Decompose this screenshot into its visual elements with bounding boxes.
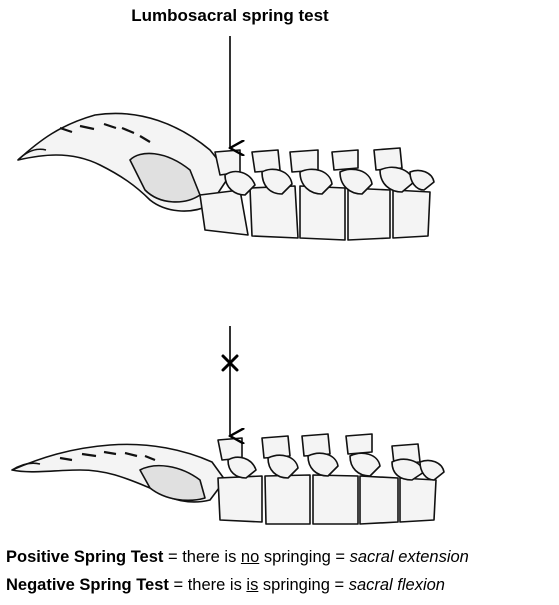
no-springing-cross-icon [221,354,239,372]
caption-text: = there is [168,576,247,594]
positive-test-term: Positive Spring Test [6,548,164,566]
caption-text: = there is [163,548,241,566]
diagram-title: Lumbosacral spring test [131,6,329,25]
negative-test-term: Negative Spring Test [6,576,169,594]
caption-result: sacral extension [349,548,469,566]
negative-test-caption: Negative Spring Test = there is is sprin… [6,576,445,595]
caption-text: springing = [258,576,349,594]
positive-test-caption: Positive Spring Test = there is no sprin… [6,548,469,567]
caption-result: sacral flexion [348,576,445,594]
bottom-spine-illustration [11,433,445,525]
caption-keyword: no [240,548,260,566]
top-spine-illustration [17,112,435,241]
caption-text: springing = [259,548,350,566]
caption-keyword: is [246,576,259,594]
spine-illustrations [11,36,445,525]
